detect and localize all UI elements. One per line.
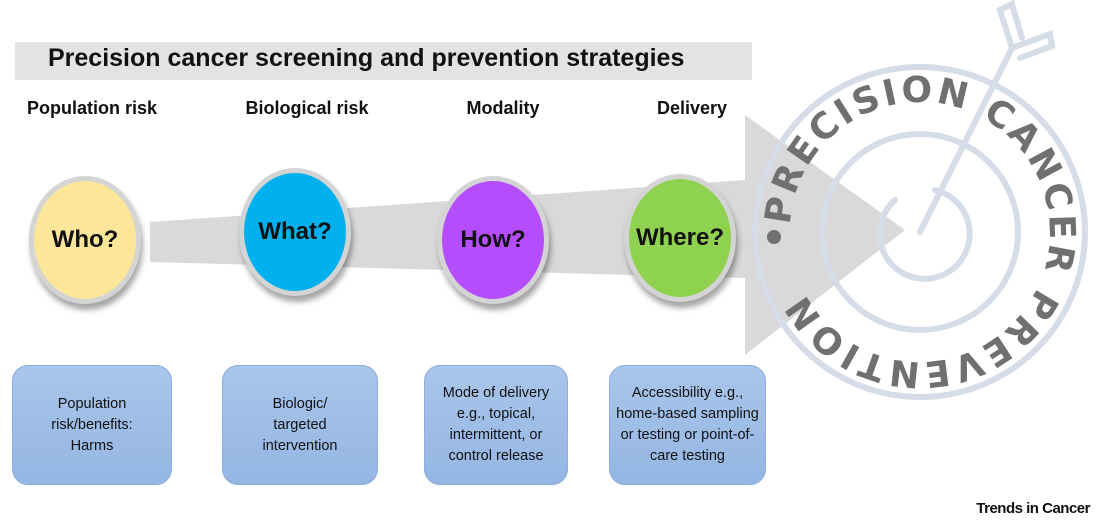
- circle-where: Where?: [624, 174, 736, 302]
- title-bar: [15, 42, 752, 80]
- header-biological-risk: Biological risk: [245, 98, 369, 118]
- box-delivery-text: Accessibility e.g., home-based sampling …: [616, 385, 759, 464]
- circle-who-label: Who?: [51, 226, 119, 253]
- brand-logo: Trends in Cancer: [976, 500, 1090, 517]
- circle-what-label: What?: [258, 218, 332, 245]
- box-modality: Mode of delivery e.g., topical, intermit…: [424, 365, 568, 485]
- header-delivery: Delivery: [656, 98, 728, 118]
- circle-where-label: Where?: [635, 224, 724, 251]
- box-population: Population risk/benefits: Harms: [12, 365, 172, 485]
- circle-how-label: How?: [460, 226, 526, 253]
- header-modality: Modality: [466, 98, 540, 118]
- header-population-risk: Population risk: [26, 98, 158, 118]
- circle-what: What?: [239, 168, 351, 296]
- box-population-text: Population risk/benefits: Harms: [51, 395, 133, 454]
- box-biological-text: Biologic/ targeted intervention: [262, 395, 338, 454]
- box-biological: Biologic/ targeted intervention: [222, 365, 378, 485]
- badge-dot: [767, 230, 781, 244]
- box-modality-text: Mode of delivery e.g., topical, intermit…: [442, 385, 550, 464]
- circle-who: Who?: [29, 176, 141, 304]
- page-title: Precision cancer screening and preventio…: [48, 44, 685, 72]
- circle-how: How?: [437, 176, 549, 304]
- target-arrow-icon: [752, 0, 1088, 400]
- box-delivery: Accessibility e.g., home-based sampling …: [609, 365, 766, 485]
